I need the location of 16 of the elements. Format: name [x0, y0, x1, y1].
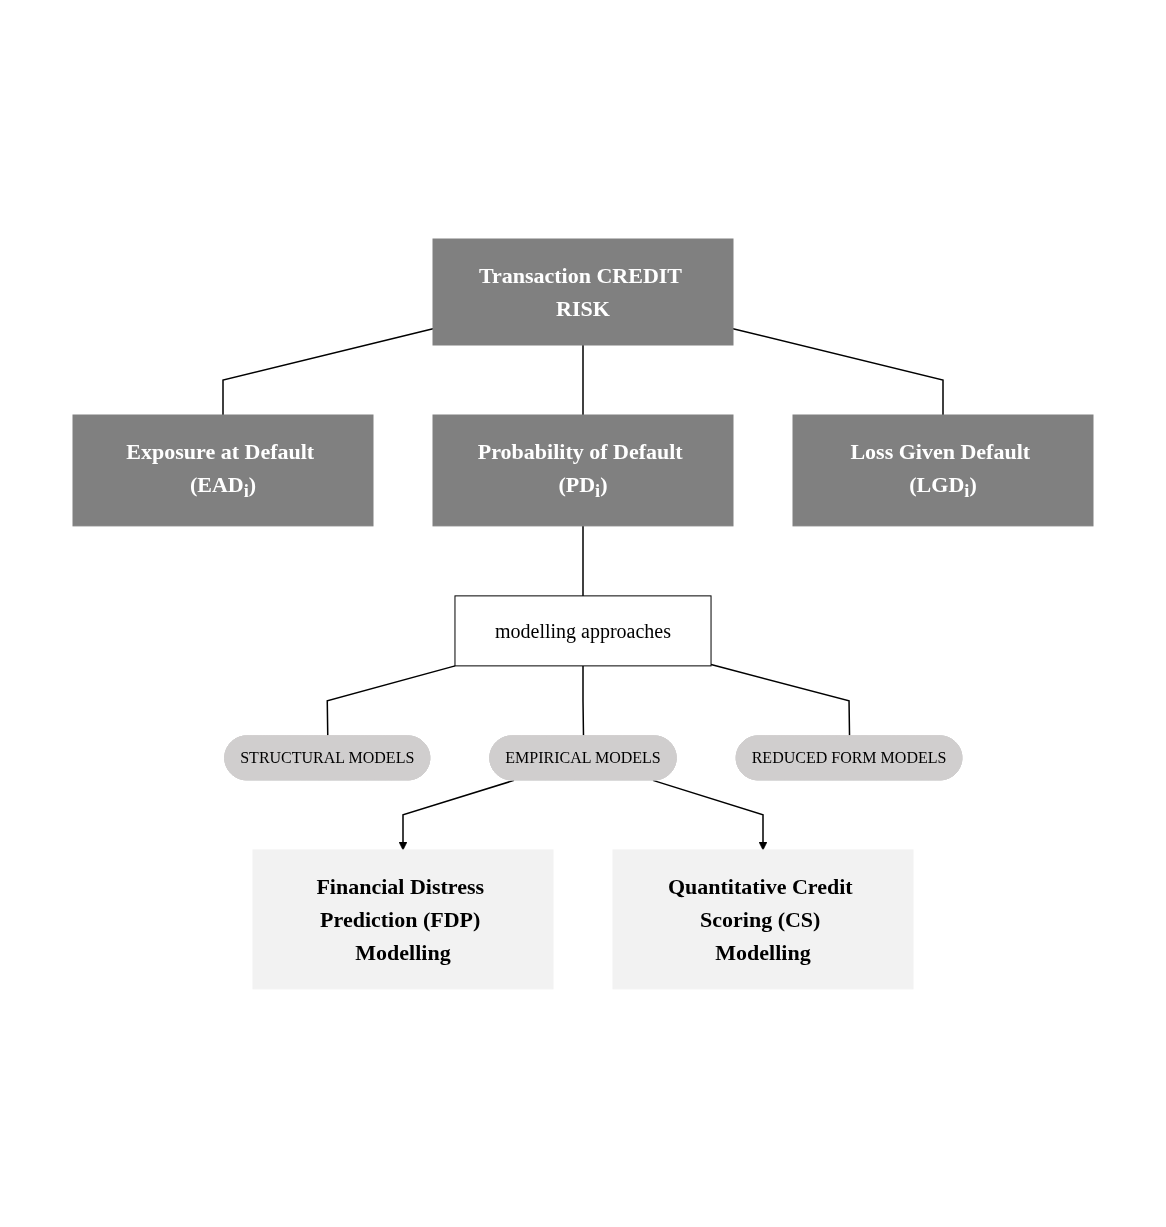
- node-box: Transaction CREDIT RISK: [432, 238, 734, 346]
- node-box: Exposure at Default (EAD$_{i}$): [72, 414, 374, 526]
- connector: [326, 664, 456, 737]
- node-box: Financial Distress Prediction (FDP) Modelling: [252, 848, 554, 989]
- node-box: Loss Given Default (LGD$_{i}$): [792, 414, 1094, 526]
- arrow: [398, 779, 515, 850]
- arrow: [652, 779, 768, 850]
- connector: [222, 327, 434, 416]
- connector: [582, 343, 584, 416]
- node-box: modelling approaches: [454, 594, 712, 666]
- node-box: Probability of Default (PD$_{i}$): [432, 414, 734, 526]
- connector: [582, 524, 584, 597]
- connector: [582, 664, 585, 737]
- connector: [732, 327, 944, 416]
- node-box: Quantitative Credit Scoring (CS) Modelling: [612, 848, 914, 989]
- connector: [710, 663, 851, 737]
